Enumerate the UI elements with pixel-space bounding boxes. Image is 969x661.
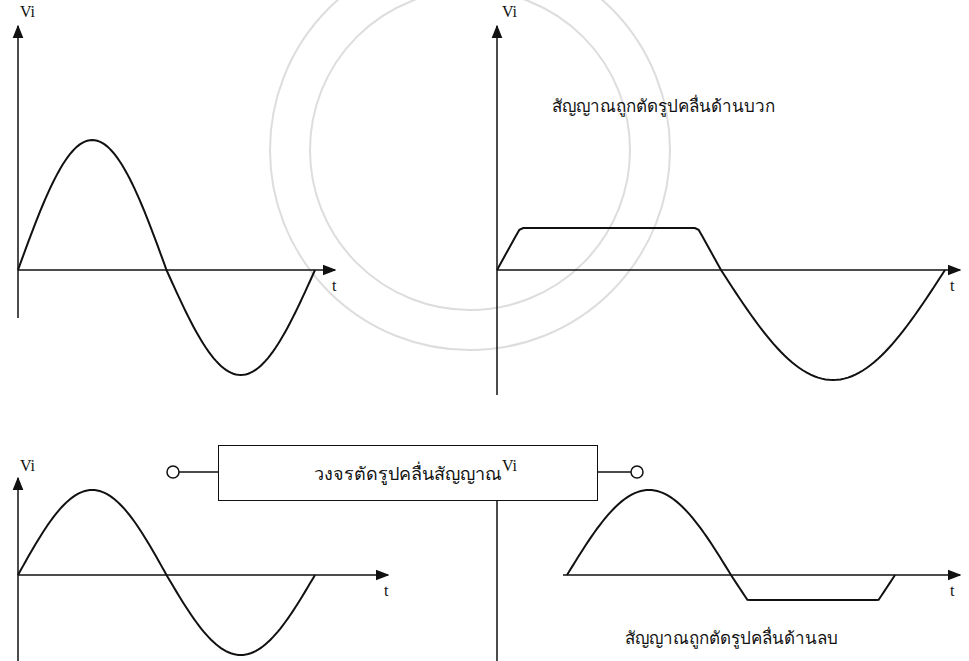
caption-note: สัญญาณถูกตัดรูปคลื่นด้านบวก bbox=[552, 96, 775, 116]
axis-label: Vi bbox=[20, 456, 35, 475]
sine-wave bbox=[567, 490, 895, 600]
axis-label: t bbox=[384, 581, 388, 600]
process-box: วงจรตัดรูปคลื่นสัญญาณ bbox=[218, 445, 598, 501]
watermark-seal bbox=[270, 0, 670, 350]
waveforms bbox=[18, 140, 945, 655]
sine-wave bbox=[18, 140, 315, 375]
axis-label: t bbox=[950, 276, 954, 295]
axis-label: t bbox=[332, 276, 336, 295]
sine-wave bbox=[18, 490, 315, 655]
caption-note: สัญญาณถูกตัดรูปคลื่นด้านลบ bbox=[625, 628, 838, 648]
axis-label: Vi bbox=[502, 456, 517, 475]
axes bbox=[18, 26, 960, 661]
sine-wave bbox=[497, 228, 945, 380]
axis-label: Vi bbox=[20, 2, 35, 21]
axis-label: Vi bbox=[502, 2, 517, 21]
box-label: วงจรตัดรูปคลื่นสัญญาณ bbox=[314, 459, 502, 488]
axis-label: t bbox=[950, 581, 954, 600]
